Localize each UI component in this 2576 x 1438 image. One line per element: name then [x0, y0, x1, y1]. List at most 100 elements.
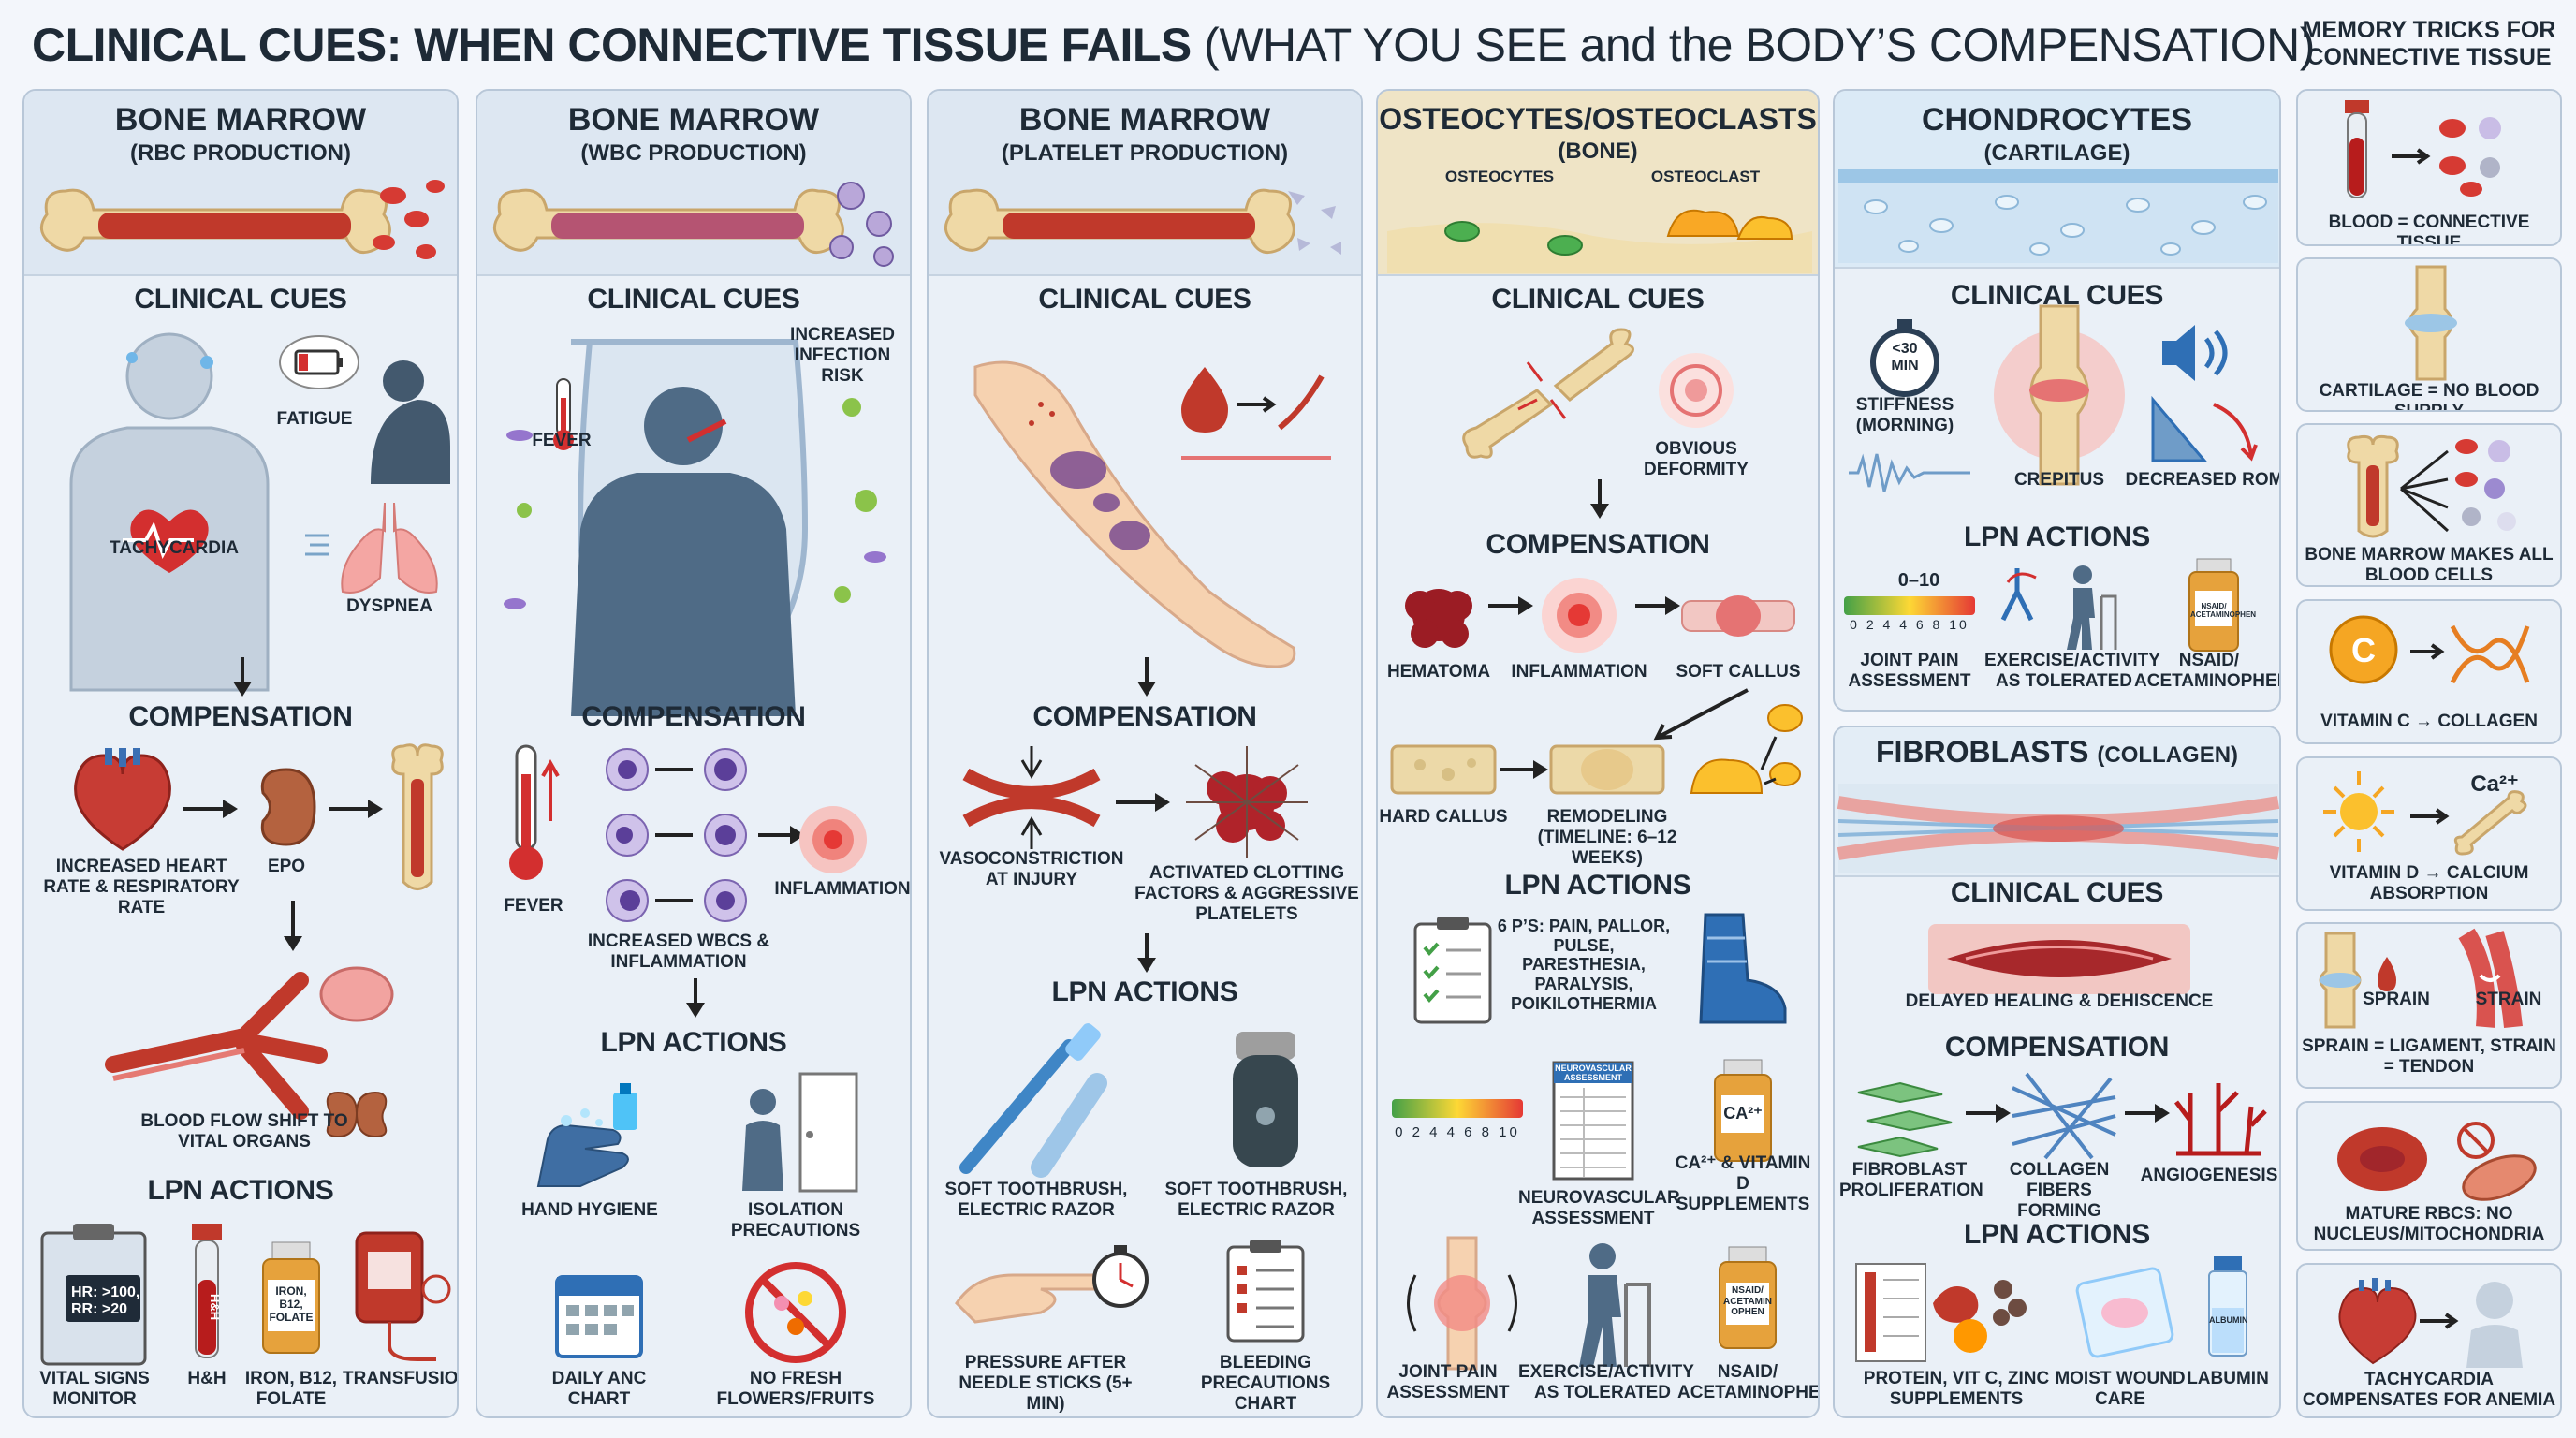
pale-person-icon — [69, 332, 270, 692]
fever-label: FEVER — [532, 431, 592, 450]
dyspnea-label: DYSPNEA — [346, 596, 432, 616]
chondro-lpn-heading: LPN ACTIONS — [1964, 521, 2150, 552]
hard-callus-icon — [1390, 744, 1497, 795]
hand-hygiene-label: HAND HYGIENE — [521, 1200, 658, 1220]
thermometer-icon — [509, 744, 560, 880]
wbc-cues-heading: CLINICAL CUES — [587, 284, 800, 315]
monitor-readout: HR: >100, RR: >20 — [71, 1284, 140, 1318]
delayed-healing-label: DELAYED HEALING & DEHISCENCE — [1905, 991, 2214, 1011]
fever2-label: FEVER — [504, 896, 564, 916]
memory-card-2: CARTILAGE = NO BLOOD SUPPLY — [2296, 257, 2562, 412]
vasoconstriction-label: VASOCONSTRICTION AT INJURY — [939, 849, 1124, 889]
rbc-column: BONE MARROW(RBC PRODUCTION) CLINICAL CUE… — [22, 89, 459, 1418]
fibro-subtitle: (COLLAGEN) — [2097, 742, 2239, 768]
chondro-subtitle: (CARTILAGE) — [1983, 139, 2130, 166]
toothbrush2-label: SOFT TOOTHBRUSH, ELECTRIC RAZOR — [1164, 1180, 1348, 1220]
ca-bottle-text: Ca²⁺ — [1723, 1104, 1763, 1123]
osteo-cues-heading: CLINICAL CUES — [1491, 284, 1705, 315]
fatigue-label: FATIGUE — [276, 409, 353, 429]
memory-label-3: BONE MARROW MAKES ALL BLOOD CELLS — [2305, 545, 2554, 585]
osteo-lpn-heading: LPN ACTIONS — [1504, 870, 1691, 901]
deformity-target-icon — [1659, 353, 1734, 428]
memory-label-5: VITAMIN D → CALCIUM ABSORPTION — [2329, 863, 2529, 903]
cartilage-matrix-icon — [1838, 169, 2278, 263]
plt-lpn-heading: LPN ACTIONS — [1051, 976, 1238, 1007]
heart-icon — [74, 748, 171, 851]
pain-scale-icon — [1392, 1099, 1523, 1118]
wbc-lpn-heading: LPN ACTIONS — [600, 1027, 787, 1058]
bone-vertical-icon — [391, 743, 444, 890]
proliferation-label: FIBROBLAST PROLIFERATION — [1839, 1160, 1983, 1200]
bruised-arm-icon — [973, 360, 1296, 668]
memory-card-6: SPRAIN STRAIN SPRAIN = LIGAMENT, STRAIN … — [2296, 922, 2562, 1089]
hard-callus-label: HARD CALLUS — [1379, 807, 1508, 827]
chondro-walker-icon — [2000, 565, 2117, 650]
heart-person-icon — [2338, 1278, 2523, 1368]
isolation-label: ISOLATION PRECAUTIONS — [730, 1200, 861, 1240]
kidney-icon — [260, 768, 316, 846]
rbc-no-nucleus-icon — [2337, 1122, 2537, 1201]
no-flowers-label: NO FRESH FLOWERS/FRUITS — [716, 1369, 875, 1409]
protractor-icon — [2151, 395, 2258, 462]
chondro-title: CHONDROCYTES — [1921, 102, 2193, 138]
memory-label-7: MATURE RBCs: NO NUCLEUS/MITOCHONDRIA — [2313, 1204, 2545, 1244]
bone-marrow-platelet-icon — [944, 188, 1341, 255]
wound-care-label: MOIST WOUND CARE — [2055, 1369, 2186, 1409]
memory-title: MEMORY TRICKS FOR CONNECTIVE TISSUE — [2302, 17, 2556, 70]
calendar-icon — [555, 1275, 643, 1358]
blood-tube-icon — [192, 1224, 222, 1358]
wbc-title: BONE MARROW — [567, 102, 820, 138]
osteo-scale-label: 0 2 4 4 6 8 10 — [1395, 1124, 1520, 1140]
blood-flow-label: BLOOD FLOW SHIFT TO VITAL ORGANS — [140, 1111, 348, 1152]
clot-icon — [1186, 746, 1308, 858]
vitals-monitor-icon — [40, 1224, 147, 1366]
shield-person-icon — [504, 339, 886, 720]
chondro-exercise-label: EXERCISE/ACTIVITY AS TOLERATED — [1984, 651, 2160, 691]
bone-marrow-icon — [39, 180, 445, 259]
speaker-icon — [2162, 325, 2228, 381]
walker-person-icon — [1579, 1243, 1651, 1367]
bone-blood-cells-icon — [2347, 434, 2516, 538]
isolation-door-icon — [742, 1072, 858, 1193]
wound-icon — [1928, 924, 2190, 994]
dressing-icon — [2075, 1267, 2174, 1358]
protein-label: PROTEIN, VIT C, ZINC SUPPLEMENTS — [1863, 1369, 2050, 1409]
fibro-column: FIBROBLASTS (COLLAGEN) CLINICAL CUES DEL… — [1833, 726, 2281, 1418]
wbc-cells-icon — [606, 748, 747, 922]
hematoma-label: HEMATOMA — [1386, 662, 1491, 682]
memory-card-1: BLOOD = CONNECTIVE TISSUE — [2296, 89, 2562, 246]
rbc-lpn-heading: LPN ACTIONS — [147, 1175, 334, 1206]
infection-label: INCREASED INFECTION RISK — [790, 325, 895, 386]
sun-bone-icon — [2323, 771, 2527, 856]
bleeding-label: BLEEDING PRECAUTIONS CHART — [1200, 1353, 1331, 1414]
supplement-bottle-icon — [262, 1241, 320, 1354]
checklist-icon — [1413, 917, 1492, 1024]
stopwatch-icon — [1870, 319, 1939, 397]
bone-cells-icon — [1387, 209, 1812, 273]
knee-cartilage-icon — [2405, 265, 2457, 381]
inflammation-icon — [1542, 578, 1617, 653]
osteoclast-cells-icon — [1690, 704, 1803, 794]
hand-hygiene-icon — [536, 1083, 637, 1187]
soft-callus-label: SOFT CALLUS — [1676, 662, 1801, 682]
platelet-column: BONE MARROW(PLATELET PRODUCTION) CLINICA… — [927, 89, 1363, 1418]
osteo-nsaid-label: NSAID/ ACETAMINOPHEN — [1677, 1362, 1820, 1402]
inflamed-knee-icon — [1994, 304, 2125, 486]
transfusion-bag-icon — [355, 1231, 451, 1361]
chondro-column: CHONDROCYTES(CARTILAGE) CLINICAL CUES <3… — [1833, 89, 2281, 712]
nsaid-bottle-text: NSAID/ ACETAMIN OPHEN — [1722, 1285, 1773, 1317]
fibro-cues-heading: CLINICAL CUES — [1950, 877, 2164, 908]
wbc-column: BONE MARROW(WBC PRODUCTION) CLINICAL CUE… — [476, 89, 912, 1418]
wbc-comp-heading: COMPENSATION — [581, 701, 806, 732]
angiogenesis-label: ANGIOGENESIS — [2140, 1166, 2278, 1185]
memory-label-6: SPRAIN = LIGAMENT, STRAIN = TENDON — [2302, 1036, 2556, 1077]
memory-card-4: C VITAMIN C → COLLAGEN — [2296, 599, 2562, 744]
fractured-bone-icon — [1462, 328, 1634, 459]
hr-rr-label: INCREASED HEART RATE & RESPIRATORY RATE — [43, 857, 240, 917]
memory-card-3: BONE MARROW MAKES ALL BLOOD CELLS — [2296, 423, 2562, 587]
rbc-title: BONE MARROW — [114, 102, 367, 138]
crepitus-label: CREPITUS — [2013, 470, 2105, 490]
memory-label-4: VITAMIN C → COLLAGEN — [2320, 712, 2538, 731]
hh-label: H&H — [187, 1369, 227, 1388]
nsaid-bottle-icon — [1719, 1246, 1777, 1349]
